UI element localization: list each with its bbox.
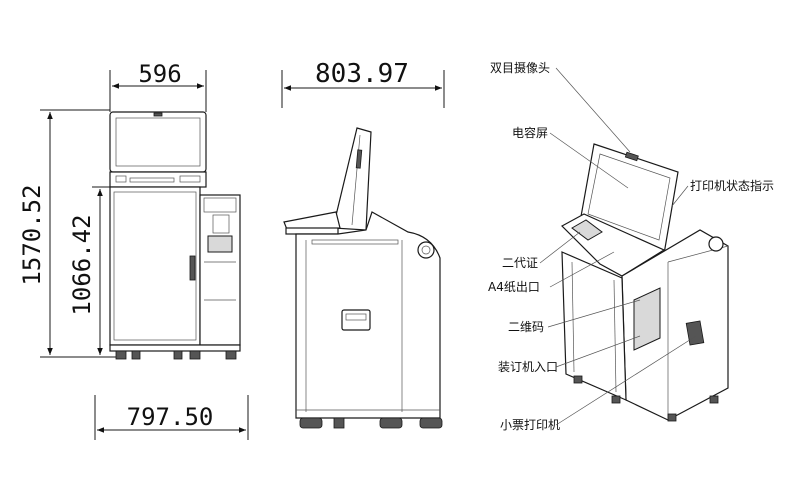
- callout-qr-code: 二维码: [508, 320, 544, 334]
- callout-touchscreen: 电容屏: [512, 125, 548, 140]
- side-view: 803.97: [281, 59, 445, 429]
- dim-front-height-counter: 1066.42: [68, 214, 96, 315]
- iso-wheels: [573, 375, 719, 422]
- callout-camera: 双目摄像头: [490, 60, 550, 75]
- callout-printer-status: 打印机状态指示: [690, 178, 774, 193]
- dim-side-width: 803.97: [315, 59, 409, 89]
- dim-front-depth: 797.50: [127, 403, 214, 431]
- side-wheels: [299, 417, 443, 429]
- front-wheels: [115, 350, 237, 360]
- callout-id-card: 二代证: [502, 256, 538, 270]
- dim-front-width: 596: [138, 60, 181, 88]
- callouts: 双目摄像头 电容屏 打印机状态指示 二代证 A4纸出口 二维码 装订机入口 小票…: [488, 60, 774, 432]
- callout-a4-output: A4纸出口: [488, 280, 540, 294]
- callout-receipt-printer: 小票打印机: [500, 418, 560, 432]
- front-view: 596 1570.52 1066.42: [18, 60, 249, 440]
- callout-binding-entry: 装订机入口: [498, 360, 558, 374]
- dim-front-height-total: 1570.52: [18, 184, 46, 285]
